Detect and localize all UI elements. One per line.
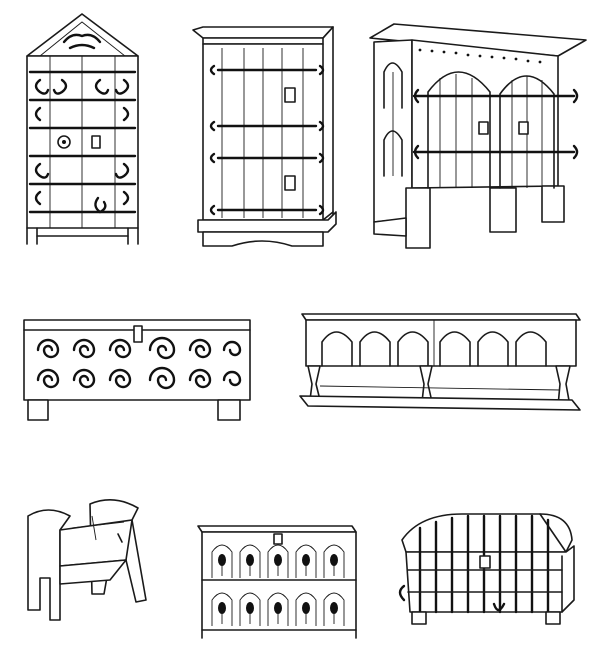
slant-lid-desk-illustration: [27, 499, 147, 621]
domed-iron-bound-trunk-illustration: [398, 513, 575, 625]
arcaded-press-cupboard-illustration: [369, 23, 587, 249]
gabled-cupboard-illustration: [26, 13, 139, 245]
arcaded-long-bench-illustration: [299, 313, 581, 411]
tall-wardrobe-illustration: [192, 26, 337, 247]
scrollwork-chest-illustration: [23, 319, 251, 421]
carved-coffer-illustration: [197, 525, 357, 639]
